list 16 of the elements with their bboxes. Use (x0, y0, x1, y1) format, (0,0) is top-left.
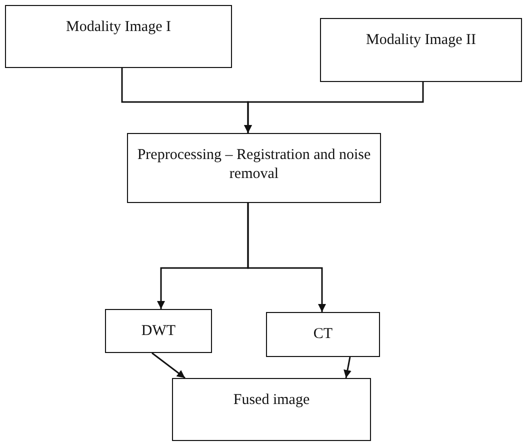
arrow (344, 356, 352, 378)
box-label: Modality Image II (366, 31, 476, 50)
process-box (5, 5, 232, 68)
box-label: Fused image (233, 391, 310, 410)
arrow (247, 203, 326, 312)
arrow (152, 352, 186, 379)
process-box (320, 18, 522, 82)
process-box (127, 133, 381, 203)
box-label: Preprocessing – Registration and noise removal (136, 146, 372, 184)
process-box (266, 312, 380, 357)
box-label: CT (313, 325, 333, 344)
box-label: Modality Image I (66, 18, 171, 37)
arrow (244, 82, 424, 133)
box-label: DWT (141, 322, 176, 340)
process-box (172, 378, 371, 441)
process-box (105, 309, 212, 353)
